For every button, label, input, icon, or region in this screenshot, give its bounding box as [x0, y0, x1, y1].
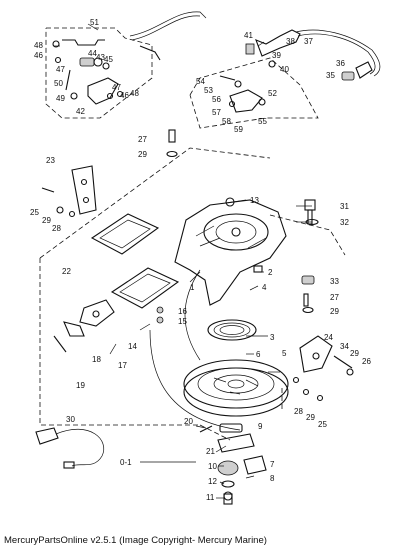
- part-label: 57: [212, 108, 221, 117]
- part-label: 9: [258, 422, 263, 431]
- part-label: 21: [206, 447, 215, 456]
- part-label: 48: [130, 89, 139, 98]
- part-label: 31: [340, 202, 349, 211]
- part-label: 29: [350, 349, 359, 358]
- part-label: 1: [190, 283, 195, 292]
- part-label: 4: [262, 283, 267, 292]
- part-label: 29: [330, 307, 339, 316]
- part-label: 17: [118, 361, 127, 370]
- part-label: 7: [270, 460, 275, 469]
- dashed-assembly-boundaries: [39, 27, 346, 441]
- part-label: 29: [306, 413, 315, 422]
- rewind-spring-3: [207, 319, 257, 341]
- part-label: 25: [318, 420, 327, 429]
- part-label: 46: [34, 51, 43, 60]
- part-label: 16: [178, 307, 187, 316]
- part-label: 2: [268, 268, 273, 277]
- part-label: 59: [234, 125, 243, 134]
- part-label: 18: [92, 355, 101, 364]
- part-label: 38: [286, 37, 295, 46]
- part-label: 0-1: [120, 458, 132, 467]
- part-label: 3: [270, 333, 275, 342]
- rope-sheave-5: [183, 359, 289, 417]
- drive-components: [199, 423, 267, 505]
- part-number-labels: 51 48 46 47 44 43 45 50 49 42 47 46 48 4…: [30, 18, 371, 502]
- part-label: 58: [222, 117, 231, 126]
- copyright-caption: MercuryPartsOnline v2.5.1 (Image Copyrig…: [4, 535, 267, 546]
- part-label: 54: [196, 77, 205, 86]
- interlock-cable-30: [35, 427, 104, 469]
- part-label: 47: [56, 65, 65, 74]
- part-label: 51: [90, 18, 99, 27]
- part-label: 12: [208, 477, 217, 486]
- part-label: 8: [270, 474, 275, 483]
- part-label: 30: [66, 415, 75, 424]
- part-label: 29: [138, 150, 147, 159]
- part-label: 41: [244, 31, 253, 40]
- part-label: 36: [336, 59, 345, 68]
- part-label: 39: [272, 51, 281, 60]
- part-label: 5: [282, 349, 287, 358]
- mounting-bracket-23: [41, 165, 97, 218]
- part-label: 14: [128, 342, 137, 351]
- part-label: 52: [268, 89, 277, 98]
- part-label: 26: [362, 357, 371, 366]
- cable-bracket-assembly: [219, 29, 381, 113]
- part-label: 28: [294, 407, 303, 416]
- part-label: 27: [138, 135, 147, 144]
- part-label: 27: [330, 293, 339, 302]
- gasket-22: [90, 213, 160, 255]
- part-label: 20: [184, 417, 193, 426]
- starter-housing: [174, 197, 287, 306]
- part-label: 46: [120, 91, 129, 100]
- part-label: 6: [256, 350, 261, 359]
- leader-lines: [54, 23, 312, 499]
- part-label: 53: [204, 86, 213, 95]
- side-parts-cluster: [292, 275, 354, 402]
- part-label: 25: [30, 208, 39, 217]
- part-label: 47: [112, 83, 121, 92]
- part-label: 45: [104, 55, 113, 64]
- part-label: 28: [52, 224, 61, 233]
- throttle-linkage-assembly: [52, 11, 207, 105]
- part-label: 56: [212, 95, 221, 104]
- part-label: 37: [304, 37, 313, 46]
- part-label: 24: [324, 333, 333, 342]
- part-label: 10: [208, 462, 217, 471]
- gasket-14-and-handle: [53, 267, 180, 353]
- part-label: 33: [330, 277, 339, 286]
- part-label: 23: [46, 156, 55, 165]
- part-label: 32: [340, 218, 349, 227]
- part-label: 19: [76, 381, 85, 390]
- part-label: 13: [250, 196, 259, 205]
- part-label: 42: [76, 107, 85, 116]
- part-label: 15: [178, 317, 187, 326]
- starter-rope: [149, 269, 241, 431]
- part-label: 48: [34, 41, 43, 50]
- part-label: 44: [88, 49, 97, 58]
- bolt-27-washer-29: [166, 129, 178, 158]
- part-label: 34: [340, 342, 349, 351]
- part-label: 29: [42, 216, 51, 225]
- part-label: 22: [62, 267, 71, 276]
- part-label: 35: [326, 71, 335, 80]
- part-label: 49: [56, 94, 65, 103]
- part-label: 40: [280, 65, 289, 74]
- part-label: 55: [258, 117, 267, 126]
- bolt-31-washer-32: [304, 199, 319, 226]
- part-label: 43: [96, 53, 105, 62]
- part-label: 50: [54, 79, 63, 88]
- part-label: 11: [206, 493, 215, 502]
